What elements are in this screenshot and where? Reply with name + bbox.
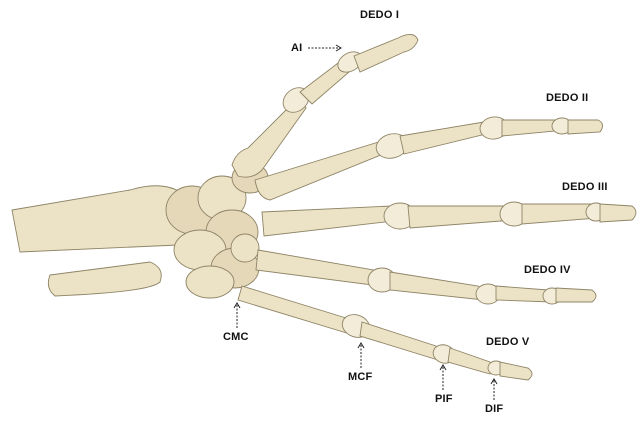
label-dedo-v: DEDO V — [486, 336, 529, 348]
radius-bone — [12, 186, 192, 252]
carpal-bones — [166, 163, 268, 298]
label-pif: PIF — [435, 393, 453, 405]
label-dedo-iv: DEDO IV — [524, 264, 571, 276]
label-dedo-i: DEDO I — [360, 9, 399, 21]
label-dif: DIF — [485, 403, 503, 415]
ulna-bone — [48, 262, 161, 296]
label-cmc: CMC — [223, 331, 249, 343]
finger-iii-bones — [262, 202, 636, 236]
label-mcf: MCF — [348, 371, 372, 383]
finger-iv-bones — [256, 250, 596, 304]
label-ai: AI — [291, 42, 302, 54]
label-dedo-iii: DEDO III — [562, 181, 608, 193]
label-dedo-ii: DEDO II — [546, 92, 588, 104]
finger-ii-bones — [255, 115, 603, 200]
